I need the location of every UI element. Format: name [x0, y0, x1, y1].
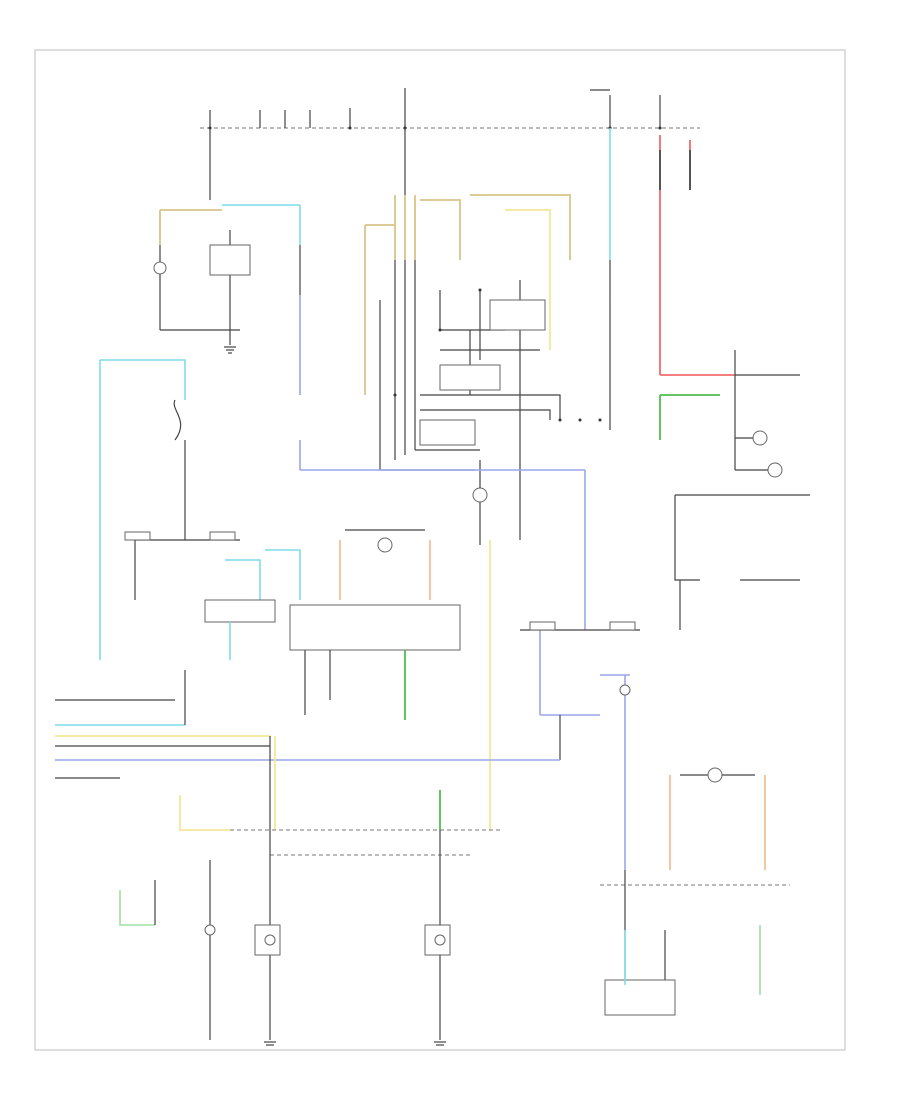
dimmer-switch [419, 419, 476, 446]
lamp-icon [204, 924, 216, 936]
control-module [289, 604, 461, 651]
lamp-icon [472, 487, 488, 503]
connector-icon [609, 621, 636, 631]
lamp-icon [707, 767, 723, 783]
ground-icon [434, 1041, 446, 1046]
lamp-icon [434, 934, 446, 946]
connector-icon [209, 531, 236, 541]
lamp-icon [767, 462, 783, 478]
lower-lamp-circuit [119, 790, 500, 1046]
sensor-module [604, 979, 676, 1016]
lamp-icon [264, 934, 276, 946]
right-upper-circuit [590, 89, 810, 630]
lamp-icon [619, 684, 631, 696]
center-switch-cluster [364, 128, 602, 545]
connector-icon [124, 531, 151, 541]
lamp-icon [752, 430, 768, 446]
switch-box [204, 599, 276, 623]
connector-icon [529, 621, 556, 631]
center-control-module [289, 529, 640, 870]
ground-icon [224, 346, 236, 354]
diagram-frame [34, 49, 846, 1051]
relay-right [489, 299, 546, 331]
lamp-icon [377, 537, 393, 553]
left-headlamp-circuit [153, 128, 301, 395]
lower-right-circuit [600, 767, 790, 1016]
lamp-icon [153, 261, 167, 275]
mid-left-circuit [99, 359, 586, 660]
top-fuse-bus [200, 88, 700, 130]
switch-module [439, 364, 501, 391]
ground-icon [264, 1041, 276, 1046]
relay-box [209, 244, 251, 276]
horizontal-bus-lines [55, 670, 560, 830]
